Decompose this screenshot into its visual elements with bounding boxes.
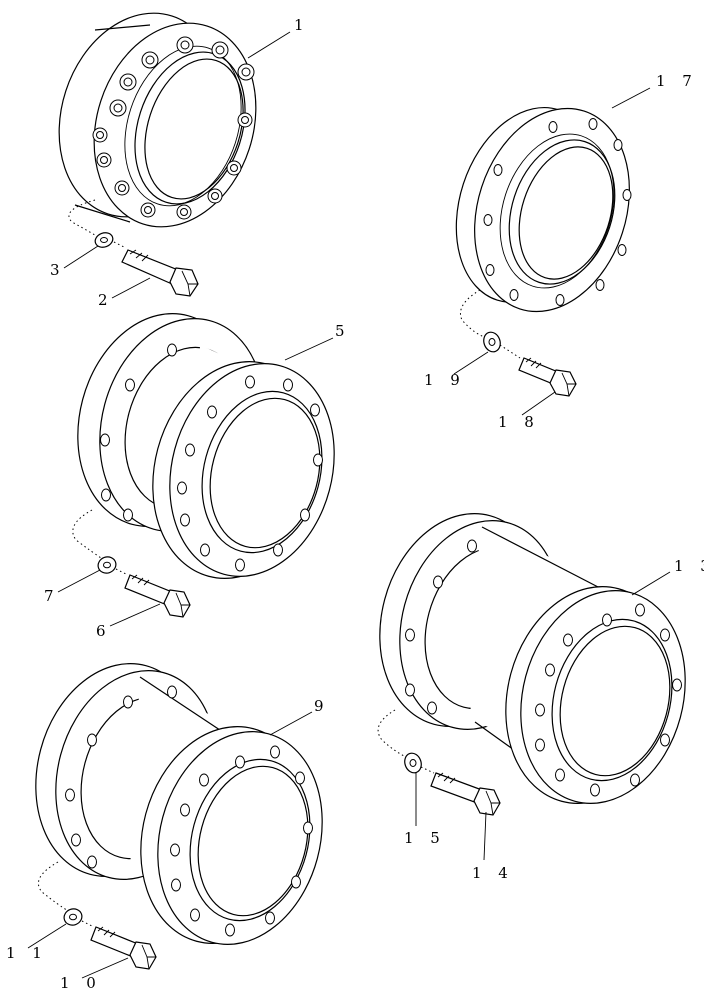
label-13: 1 3 <box>674 557 704 575</box>
callout-leaders <box>27 31 671 979</box>
part-17-bolt-holes <box>483 118 632 306</box>
label-3: 3 <box>50 261 66 279</box>
part-14-bolt <box>430 772 501 816</box>
label-2: 2 <box>98 291 114 309</box>
part-15-washer <box>404 752 422 774</box>
part-7-washer <box>97 556 117 574</box>
label-15: 1 5 <box>404 829 446 847</box>
label-5: 5 <box>335 322 351 340</box>
label-1: 1 <box>294 16 310 34</box>
label-19: 1 9 <box>424 371 466 389</box>
part-1-clamp-ring <box>58 12 257 239</box>
label-9: 9 <box>314 697 330 715</box>
part-18-bolt <box>518 357 577 397</box>
part-17-flange-ring <box>455 107 632 339</box>
label-6: 6 <box>96 622 112 640</box>
part-9-spacer <box>35 663 323 945</box>
part-13-bolt-holes <box>405 539 682 797</box>
label-11: 1 1 <box>6 944 48 962</box>
part-6-bolt <box>124 574 191 618</box>
part-13-spacer <box>377 513 686 804</box>
label-14: 1 4 <box>472 864 514 882</box>
part-2-bolt <box>121 249 199 297</box>
part-1-bolt-heads <box>92 36 255 220</box>
part-19-washer <box>483 331 501 353</box>
label-18: 1 8 <box>498 413 540 431</box>
label-17: 1 7 <box>656 72 698 90</box>
part-5-bolt-holes <box>100 343 323 572</box>
part-5-spacer <box>72 313 335 579</box>
part-3-washer <box>94 232 114 248</box>
callout-labels: 1 2 3 1 7 1 9 1 8 5 7 6 1 3 1 5 1 4 9 1 … <box>6 16 704 992</box>
label-7: 7 <box>44 587 60 605</box>
part-11-washer <box>63 908 83 926</box>
part-9-bolt-holes <box>65 685 313 937</box>
part-10-bolt <box>90 926 157 970</box>
label-10: 1 0 <box>60 974 102 992</box>
